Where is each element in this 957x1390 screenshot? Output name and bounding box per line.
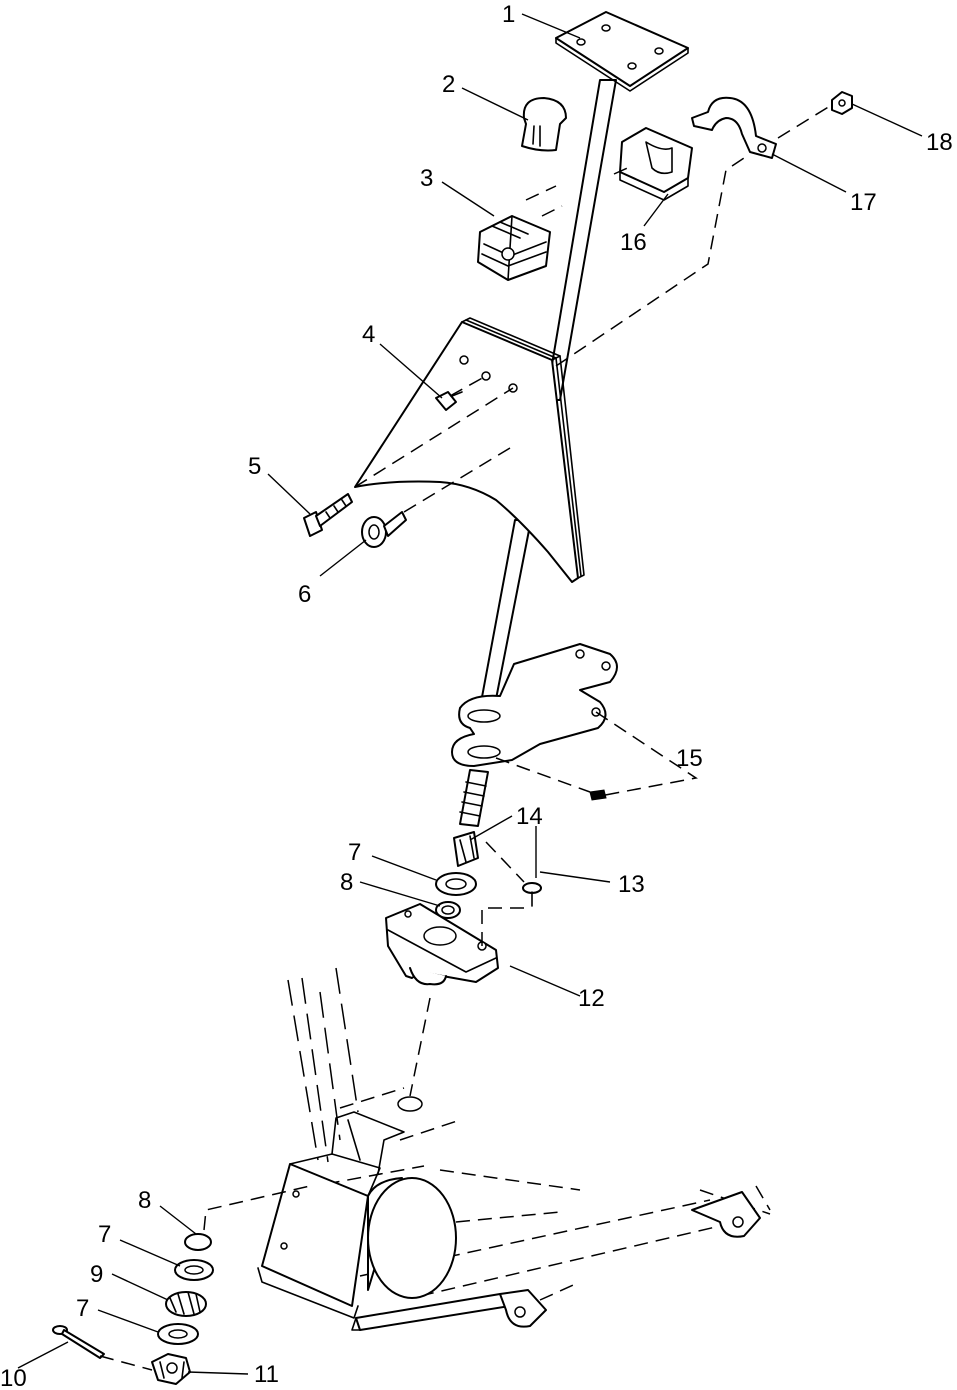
o-ring-lower [184, 1233, 212, 1251]
screw [303, 493, 353, 537]
callout-7: 7 [348, 839, 361, 866]
lower-steering-bracket [451, 643, 618, 767]
callout-5: 5 [248, 453, 261, 480]
callout-10: 10 [0, 1365, 27, 1390]
steering-support-bracket [354, 317, 585, 583]
washer-lower-2 [157, 1323, 199, 1345]
callout-17: 17 [850, 189, 877, 216]
bearing-clamp [521, 97, 567, 152]
alignment-lines [99, 105, 831, 1371]
castle-nut-9 [165, 1291, 207, 1317]
nut [831, 91, 853, 115]
bearing-block [385, 903, 499, 986]
rivet [522, 882, 542, 907]
chassis-phantom [287, 967, 771, 1301]
axle-beam [351, 1191, 761, 1331]
callout-7-lower-2: 7 [76, 1295, 89, 1322]
callout-11: 11 [254, 1361, 279, 1388]
u-clamp [691, 96, 777, 159]
callout-13: 13 [618, 871, 645, 898]
callout-8: 8 [340, 869, 353, 896]
clamp-block [619, 127, 693, 201]
castle-nut-11 [151, 1353, 191, 1385]
callout-4: 4 [362, 321, 375, 348]
callout-15: 15 [676, 745, 703, 772]
callout-14: 14 [516, 803, 543, 830]
callout-8-lower: 8 [138, 1187, 151, 1214]
leader-lines [17, 13, 923, 1375]
washer-upper [435, 872, 477, 896]
callout-3: 3 [420, 165, 433, 192]
callout-16: 16 [620, 229, 647, 256]
shaft-spline [459, 769, 489, 827]
callout-18: 18 [926, 129, 953, 156]
callout-2: 2 [442, 71, 455, 98]
callout-7-lower-1: 7 [98, 1221, 111, 1248]
spring-clip [589, 789, 607, 801]
spindle-housing [257, 1111, 457, 1319]
washer-lower-1 [174, 1259, 214, 1281]
o-ring-upper [435, 901, 461, 919]
callout-6: 6 [298, 581, 311, 608]
bushing-block [477, 215, 551, 281]
handlebar-mount-plate [555, 11, 689, 92]
callout-1: 1 [502, 1, 515, 28]
callout-12: 12 [578, 985, 605, 1012]
callout-9: 9 [90, 1261, 103, 1288]
cotter-pin [52, 1325, 105, 1359]
eye-bolt [361, 511, 407, 548]
